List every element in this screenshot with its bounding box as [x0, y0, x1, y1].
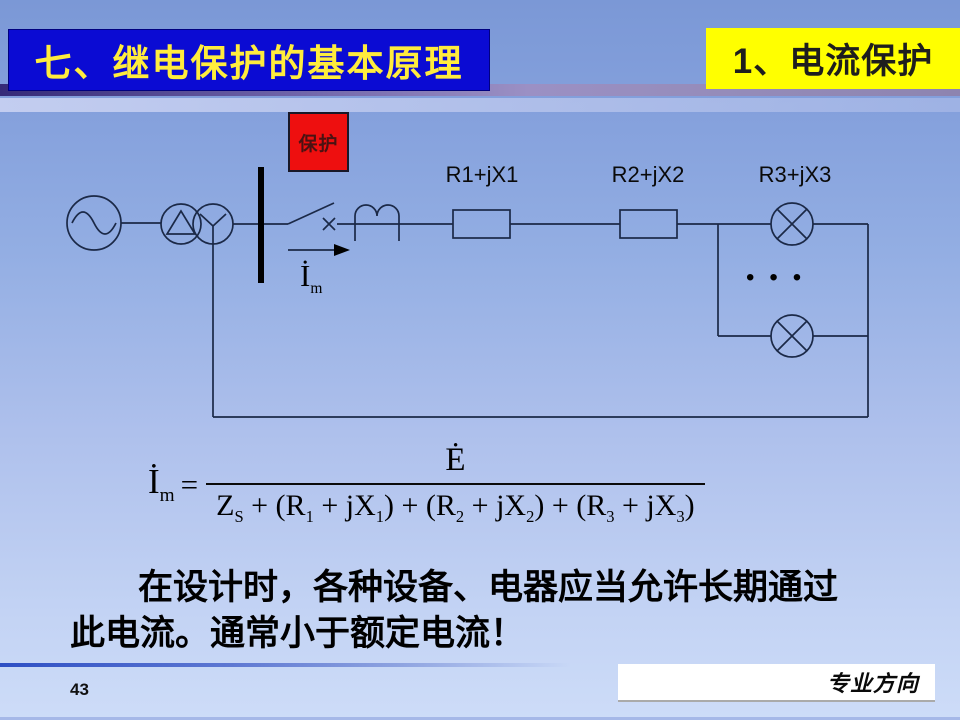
den-part: Z — [216, 489, 235, 522]
formula-equals: = — [180, 466, 199, 502]
den-part: ) + (R — [383, 489, 456, 522]
load-icon-1 — [770, 202, 814, 246]
den-part: + jX — [313, 489, 376, 522]
den-sub: 1 — [305, 507, 314, 526]
current-symbol: İ — [300, 258, 311, 293]
impedance-label-2: R2+jX2 — [611, 162, 685, 187]
footer-divider — [0, 663, 570, 667]
den-sub: 3 — [606, 507, 615, 526]
loads-ellipsis: ••• — [746, 264, 817, 291]
current-subscript: m — [310, 280, 323, 298]
den-sub: 1 — [375, 507, 384, 526]
measured-current-label: İm — [300, 258, 322, 298]
den-part: ) + (R — [534, 489, 607, 522]
watermark-box: 专业方向 — [618, 664, 935, 702]
protection-relay-box: 保护 — [288, 112, 349, 172]
current-transformer-icon — [354, 204, 400, 241]
impedance-box-1 — [452, 209, 511, 239]
watermark-label: 专业方向 — [826, 671, 919, 696]
subsection-title: 1、电流保护 — [706, 28, 960, 89]
page-number: 43 — [70, 680, 89, 699]
transformer-icon — [160, 203, 234, 245]
section-title: 七、继电保护的基本原理 — [8, 29, 490, 91]
header-light-band — [0, 98, 960, 112]
den-sub: S — [234, 507, 244, 526]
load-icon-2 — [770, 314, 814, 358]
impedance-label-1: R1+jX1 — [445, 162, 519, 187]
breaker-icon — [264, 202, 336, 231]
den-sub: 2 — [455, 507, 465, 526]
subsection-title-label: 1、电流保护 — [732, 42, 934, 81]
impedance-box-2 — [619, 209, 678, 239]
formula-lhs: İm — [148, 462, 175, 507]
den-part: ) — [684, 489, 695, 522]
generator-icon — [66, 195, 122, 251]
circuit-diagram — [66, 167, 869, 418]
formula-fraction: Ė ZS + (R1 + jX1) + (R2 + jX2) + (R3 + j… — [206, 442, 705, 527]
formula-lhs-base: İ — [148, 462, 160, 501]
body-paragraph: 在设计时，各种设备、电器应当允许长期通过 此电流。通常小于额定电流！ — [70, 565, 900, 657]
current-formula: İm = Ė ZS + (R1 + jX1) + (R2 + jX2) + (R… — [148, 442, 705, 527]
bottom-edge-strip — [0, 717, 960, 720]
den-part: + (R — [243, 489, 306, 522]
section-title-label: 七、继电保护的基本原理 — [34, 43, 464, 84]
den-part: + jX — [614, 489, 677, 522]
current-arrow — [288, 244, 350, 256]
protection-relay-label: 保护 — [298, 133, 339, 155]
formula-numerator: Ė — [445, 442, 466, 478]
body-line-2: 此电流。通常小于额定电流！ — [70, 614, 526, 653]
formula-denominator: ZS + (R1 + jX1) + (R2 + jX2) + (R3 + jX3… — [206, 483, 705, 527]
den-sub: 2 — [526, 507, 535, 526]
body-line-1: 在设计时，各种设备、电器应当允许长期通过 — [138, 568, 839, 607]
formula-lhs-sub: m — [159, 485, 175, 506]
impedance-label-3: R3+jX3 — [758, 162, 832, 187]
den-sub: 3 — [676, 507, 685, 526]
den-part: + jX — [464, 489, 527, 522]
